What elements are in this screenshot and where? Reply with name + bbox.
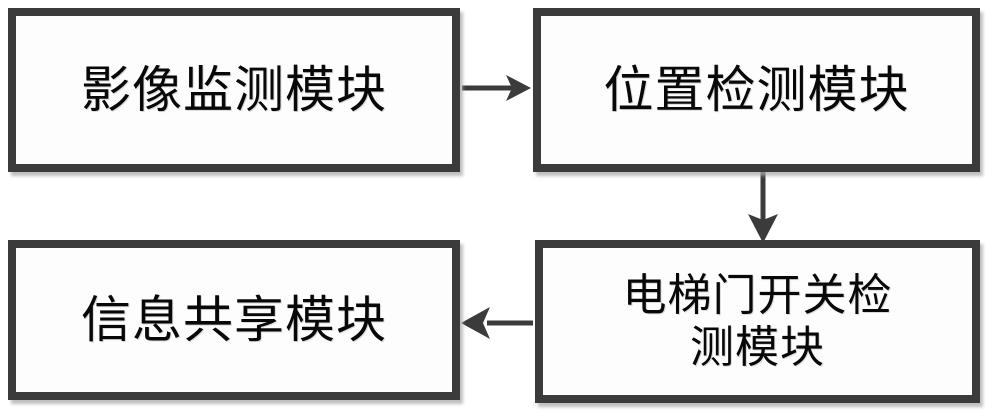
- node-door-switch-detect[interactable]: 电梯门开关检 测模块: [535, 240, 980, 403]
- node-image-monitor-label: 影像监测模块: [81, 60, 387, 119]
- arrow-door-switch-to-info-share: [461, 307, 533, 339]
- node-door-switch-detect-label: 电梯门开关检 测模块: [622, 269, 893, 373]
- node-position-detect-label: 位置检测模块: [603, 60, 910, 119]
- arrow-head-left-bottom: [461, 307, 490, 339]
- arrow-image-monitor-to-position-detect: [462, 75, 531, 101]
- node-position-detect[interactable]: 位置检测模块: [533, 8, 980, 172]
- arrow-head-right-top: [506, 75, 531, 101]
- arrow-position-detect-to-door-switch: [748, 172, 778, 243]
- node-image-monitor[interactable]: 影像监测模块: [8, 8, 460, 172]
- arrow-head-down: [748, 214, 778, 243]
- node-info-share-label: 信息共享模块: [81, 290, 387, 349]
- node-info-share[interactable]: 信息共享模块: [8, 240, 460, 400]
